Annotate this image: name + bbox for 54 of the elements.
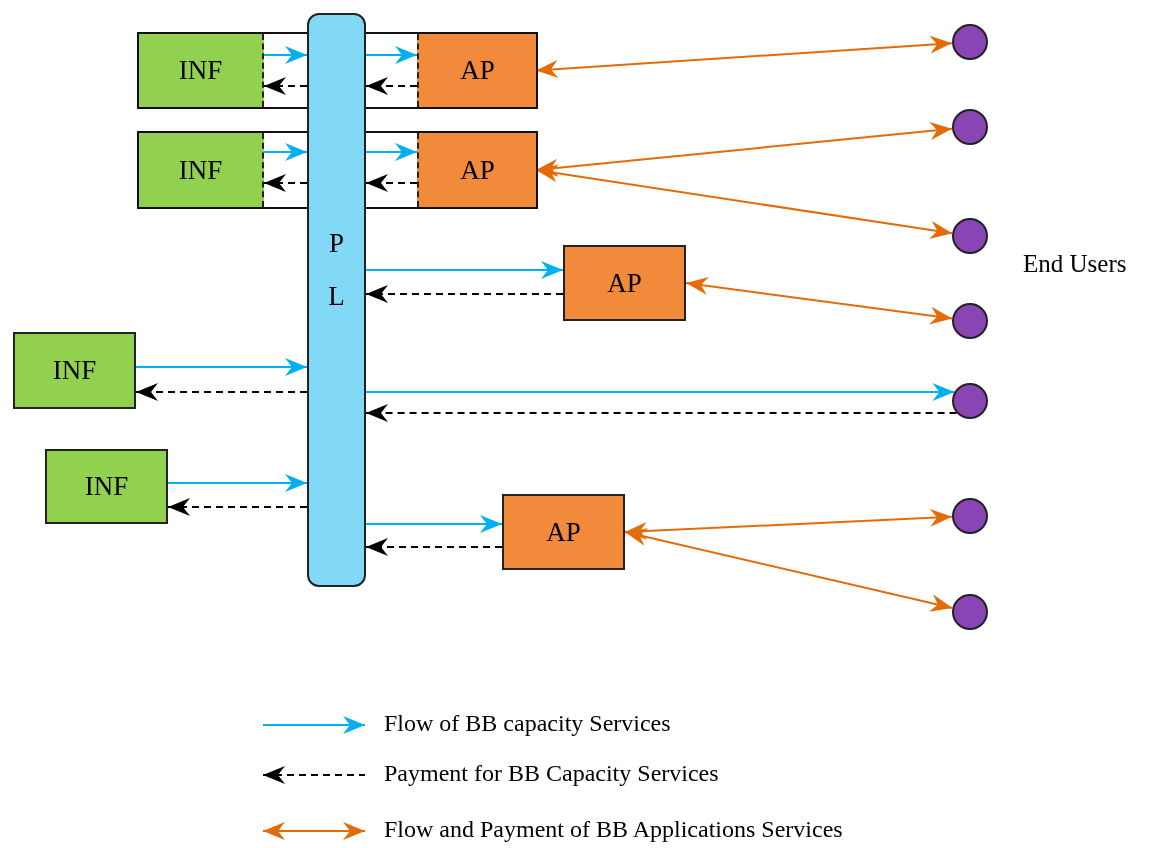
user-circle	[952, 594, 988, 630]
user-circle	[952, 383, 988, 419]
user-circle	[952, 24, 988, 60]
arrow	[365, 143, 418, 161]
inf-box	[13, 332, 136, 409]
double-arrow	[535, 164, 954, 239]
user-circle	[952, 109, 988, 145]
inf-box	[45, 449, 168, 524]
node-label: INF	[52, 357, 97, 384]
node-label: AP	[460, 57, 495, 84]
node-label: AP	[607, 269, 642, 297]
dashed-arrow	[365, 77, 418, 95]
inf-box	[139, 34, 264, 107]
row-frame	[137, 131, 538, 209]
dashed-arrow	[167, 498, 308, 516]
ap-box	[502, 494, 625, 570]
arrow	[365, 46, 418, 64]
double-arrow	[685, 277, 954, 325]
node-label: INF	[84, 473, 129, 500]
double-arrow	[624, 528, 954, 612]
node-label: AP	[546, 518, 581, 546]
user-circle	[952, 498, 988, 534]
arrow	[365, 383, 956, 401]
dashed-arrow	[263, 77, 308, 95]
arrow	[365, 261, 564, 279]
dashed-arrow	[365, 174, 418, 192]
arrow	[135, 358, 308, 376]
arrow	[263, 46, 308, 64]
dashed-arrow	[365, 404, 958, 422]
platform-bar	[307, 13, 366, 587]
legend-text: Flow of BB capacity Services	[384, 710, 671, 737]
node-label: INF	[178, 57, 223, 84]
legend-text: Flow and Payment of BB Applications Services	[384, 816, 843, 843]
node-label: INF	[178, 156, 223, 184]
node-label: AP	[460, 156, 495, 184]
ap-box	[417, 34, 536, 107]
double-arrow	[535, 35, 954, 79]
arrow	[167, 474, 308, 492]
node-label: P L	[327, 227, 346, 313]
double-arrow	[624, 508, 953, 540]
inf-box	[139, 133, 264, 207]
user-circle	[952, 218, 988, 254]
group-label: End Users	[1023, 250, 1127, 278]
ap-box	[417, 133, 536, 207]
arrow	[365, 515, 503, 533]
row-frame	[137, 32, 538, 109]
dashed-arrow	[135, 383, 308, 401]
dashed-arrow	[365, 538, 503, 556]
user-circle	[952, 303, 988, 339]
legend-text: Payment for BB Capacity Services	[384, 760, 719, 787]
arrow	[263, 143, 308, 161]
ap-box	[563, 245, 686, 321]
dashed-arrow	[365, 285, 564, 303]
dashed-arrow	[263, 174, 308, 192]
